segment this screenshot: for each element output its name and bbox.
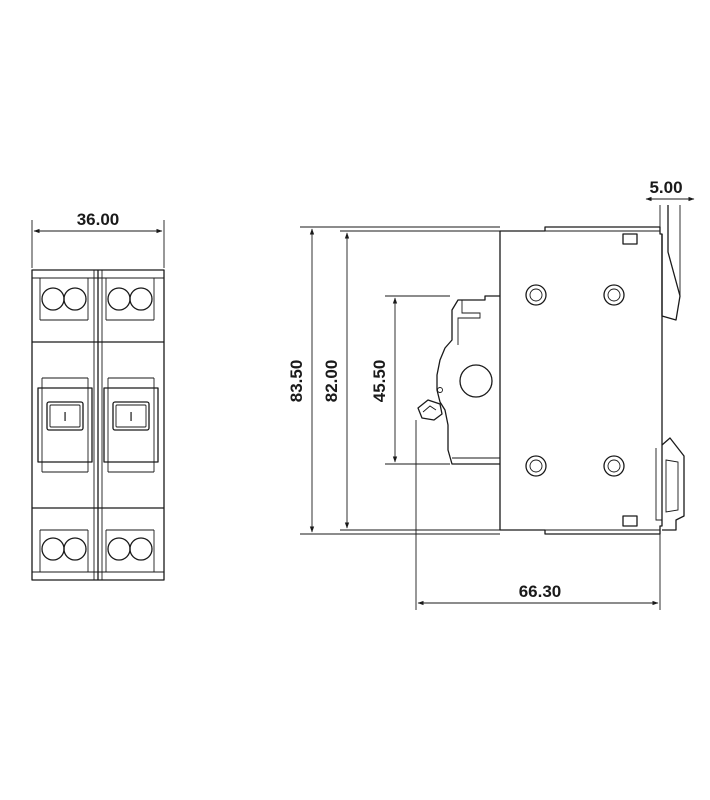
side-view: 83.50 82.00 45.50 — [287, 178, 695, 610]
side-pivot-circle — [459, 364, 493, 398]
height-front-label: 45.50 — [370, 360, 389, 403]
front-terminal-screw-icon — [107, 287, 131, 311]
side-screw-icon — [525, 284, 547, 306]
front-terminal-screw-icon — [129, 287, 153, 311]
side-screw-icon — [525, 455, 547, 477]
side-window-top — [622, 233, 638, 245]
toggle-lever-right — [112, 401, 150, 431]
front-terminal-screw-icon — [63, 287, 87, 311]
toggle-mark-right: I — [129, 409, 133, 424]
front-width-label: 36.00 — [77, 210, 120, 229]
depth-dimension-label: 66.30 — [519, 582, 562, 601]
front-terminal-screw-icon — [41, 537, 65, 561]
front-terminal-screw-icon — [41, 287, 65, 311]
side-body-outline — [499, 226, 663, 535]
side-window-bottom — [622, 515, 638, 527]
front-terminal-screw-icon — [63, 537, 87, 561]
toggle-lever-left — [46, 401, 84, 431]
side-toggle-lever — [417, 399, 443, 421]
front-terminal-screw-icon — [107, 537, 131, 561]
side-front-projection — [436, 295, 500, 465]
side-screw-icon — [603, 284, 625, 306]
front-view: 36.00 — [31, 210, 165, 581]
height-total-label: 83.50 — [287, 360, 306, 403]
din-clip-top — [661, 205, 681, 321]
side-screw-icon — [603, 455, 625, 477]
height-body-label: 82.00 — [322, 360, 341, 403]
din-clip-bottom — [661, 437, 685, 531]
front-terminal-screw-icon — [129, 537, 153, 561]
toggle-mark-left: I — [63, 409, 67, 424]
clip-dimension-label: 5.00 — [649, 178, 682, 197]
